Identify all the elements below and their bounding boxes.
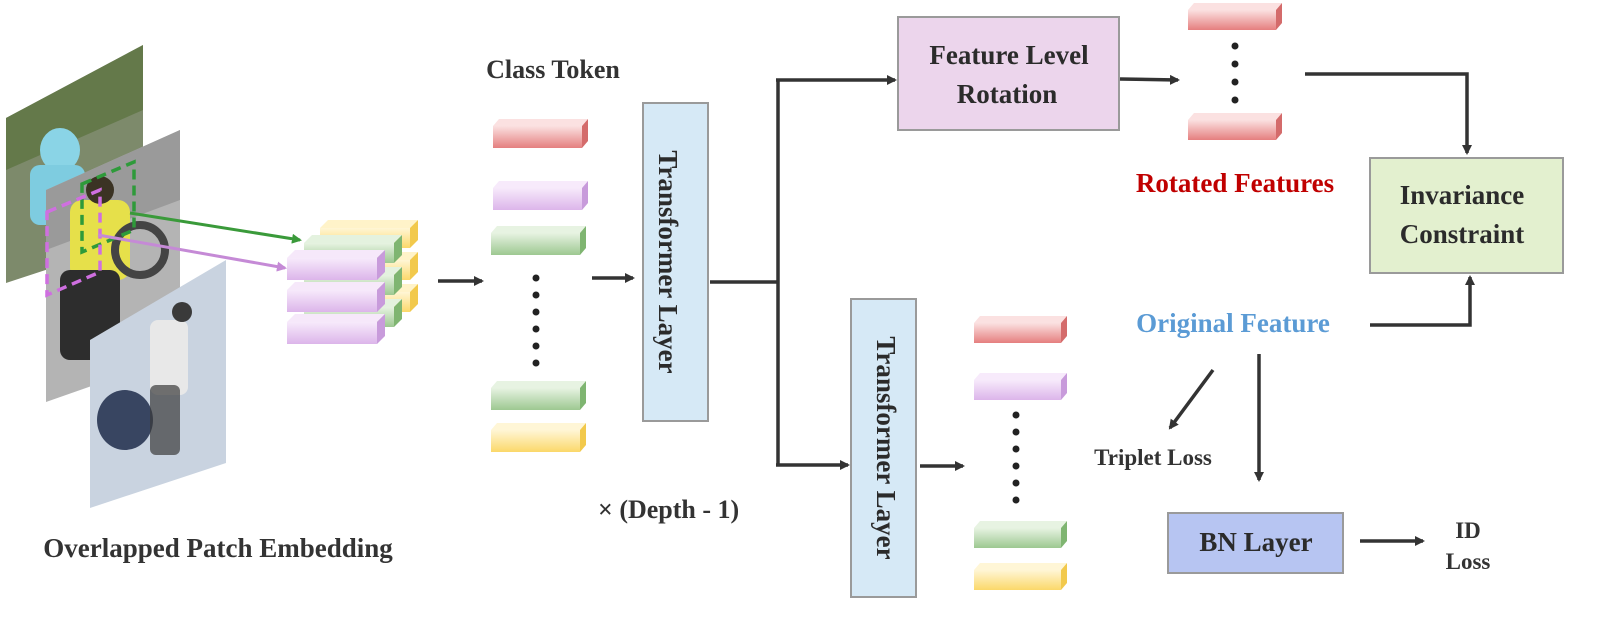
transformer-layer-top-label: Transformer Layer	[653, 150, 683, 373]
original-feature-label: Original Feature	[1136, 308, 1330, 338]
bn-layer-label: BN Layer	[1199, 527, 1312, 557]
token-bar-green	[491, 226, 586, 255]
transformer-layer-bottom-box	[850, 298, 917, 598]
class-token-label: Class Token	[486, 55, 620, 84]
output-token-column	[974, 316, 1067, 590]
invariance-constraint-box	[1369, 157, 1564, 274]
patch-arrow-purple	[97, 233, 287, 272]
feature-rotation-label-2: Rotation	[957, 79, 1058, 109]
feature-rotation-label-1: Feature Level	[929, 40, 1089, 70]
invariance-label-2: Constraint	[1400, 219, 1525, 249]
bn-layer-box	[1167, 512, 1344, 574]
id-loss-label-2: Loss	[1446, 549, 1491, 574]
ellipsis-dots	[532, 274, 540, 367]
rotated-feature-tokens	[1188, 3, 1282, 140]
token-bar-purple	[493, 181, 588, 210]
rotated-features-label: Rotated Features	[1136, 168, 1334, 198]
patch-arrow-green	[129, 211, 302, 244]
branch-connector	[710, 75, 897, 470]
transformer-layer-top-box	[642, 102, 709, 422]
token-bar-green-last	[491, 381, 586, 410]
token-bar-yellow	[491, 423, 586, 452]
arrow-rotated-to-invariance	[1305, 72, 1472, 155]
arrow-rotation-to-features	[1119, 74, 1180, 85]
id-loss-label-1: ID	[1455, 518, 1481, 543]
triplet-loss-label: Triplet Loss	[1094, 445, 1212, 470]
patch-layer-green	[304, 235, 402, 327]
input-token-column	[491, 119, 588, 452]
patch-layer-purple	[287, 250, 385, 344]
class-token-bar	[493, 119, 588, 148]
patch-token-stack	[287, 220, 418, 344]
arrow-original-to-invariance	[1370, 275, 1475, 327]
depth-label: × (Depth - 1)	[598, 495, 739, 524]
person-images	[6, 45, 302, 508]
patch-embedding-label: Overlapped Patch Embedding	[43, 533, 393, 563]
patch-box-purple	[45, 187, 102, 298]
transformer-layer-bottom-label: Transformer Layer	[871, 336, 901, 559]
invariance-label-1: Invariance	[1400, 180, 1525, 210]
patch-box-green	[80, 159, 136, 255]
arrow-original-to-triplet	[1168, 368, 1215, 430]
feature-rotation-box	[897, 16, 1120, 131]
